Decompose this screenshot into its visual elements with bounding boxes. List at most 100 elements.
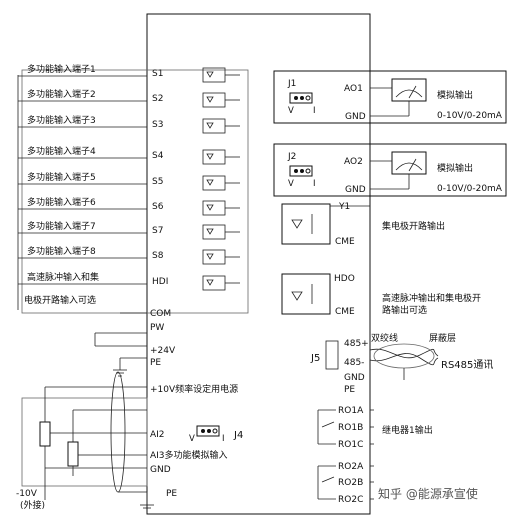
relay-terminal-ro1b: RO1B <box>338 423 363 433</box>
ao2-jumper-pin-2 <box>300 169 304 173</box>
j5-connector <box>325 340 339 370</box>
terminal-pe-1: PE <box>150 358 161 368</box>
ao1-range: 0-10V/0-20mA <box>437 111 503 121</box>
ao1-jumper-pin-3 <box>305 95 311 101</box>
y1-cme: CME <box>335 237 355 247</box>
shield-layer <box>373 343 435 369</box>
ao1-gnd: GND <box>345 112 366 122</box>
input-label-3: 多功能输入端子3 <box>27 114 96 126</box>
terminal-gnd: GND <box>150 465 171 475</box>
ao2-v: V <box>288 179 294 189</box>
input-opto-led-9 <box>206 279 214 286</box>
hdo-optocoupler <box>281 273 331 315</box>
hdo-desc-2: 路输出可选 <box>382 304 427 316</box>
ao2-frame <box>273 143 507 197</box>
ao2-meter-needle <box>408 158 417 172</box>
ao1-frame <box>273 70 507 124</box>
hdo-cme: CME <box>335 307 355 317</box>
ao1-jumper-label: J1 <box>287 79 296 89</box>
j4-pin-3 <box>212 428 218 434</box>
hdo-led <box>291 291 303 301</box>
external-note: (外接) <box>20 499 45 511</box>
relay-terminal-ro2a: RO2A <box>338 462 364 472</box>
input-opto-led-4 <box>206 153 214 160</box>
ao2-range: 0-10V/0-20mA <box>437 184 503 194</box>
y1-terminal: Y1 <box>338 202 350 212</box>
input-label-5: 多功能输入端子5 <box>27 171 96 183</box>
twisted-pair <box>369 348 439 359</box>
watermark: 知乎 @能源承宣使 <box>378 486 478 501</box>
input-opto-8 <box>202 249 226 265</box>
input-opto-led-6 <box>206 204 214 211</box>
relay-terminal-ro1c: RO1C <box>338 440 363 450</box>
terminal-pe-2: PE <box>166 489 177 499</box>
y1-led <box>291 219 303 229</box>
ao2-jumper-pin-1 <box>294 169 298 173</box>
j4-pin-2 <box>207 429 211 433</box>
j5-label: J5 <box>310 353 320 364</box>
input-opto-led-7 <box>206 228 214 235</box>
ao2-gnd: GND <box>345 185 366 195</box>
terminal-pw: PW <box>150 323 164 333</box>
input-label-9: 高速脉冲输入和集 <box>27 271 99 283</box>
rs485-pe: PE <box>344 385 355 395</box>
input-opto-6 <box>202 200 226 216</box>
ao1-jumper <box>289 92 313 104</box>
j4-v: V <box>189 434 195 444</box>
terminal-s1: S1 <box>152 69 163 79</box>
relay-desc: 继电器1输出 <box>382 424 433 436</box>
ao1-jumper-pin-2 <box>300 96 304 100</box>
input-label-4: 多功能输入端子4 <box>27 145 96 157</box>
ao1-i: I <box>313 106 316 116</box>
input-opto-2 <box>202 92 226 108</box>
ao2-terminal: AO2 <box>344 157 363 167</box>
ao1-terminal: AO1 <box>344 84 363 94</box>
ao1-v: V <box>288 106 294 116</box>
rs485-shield: 屏蔽层 <box>429 332 456 344</box>
terminal-s8: S8 <box>152 251 164 261</box>
input-opto-led-5 <box>206 179 214 186</box>
j4-jumper <box>196 425 220 437</box>
external-voltage: -10V <box>16 489 38 499</box>
input-opto-led-8 <box>206 253 214 260</box>
relay-2-contact-icon <box>321 476 335 483</box>
j4-pin-1 <box>201 429 205 433</box>
ao1-jumper-pin-1 <box>294 96 298 100</box>
rs485-gnd: GND <box>344 373 365 383</box>
hdo-desc-1: 高速脉冲输出和集电极开 <box>382 292 481 304</box>
j4-i: I <box>222 434 225 444</box>
input-opto-led-2 <box>206 96 214 103</box>
terminal-24v: +24V <box>150 346 176 356</box>
ao1-meter-needle <box>408 85 417 99</box>
terminal-s6: S6 <box>152 202 164 212</box>
y1-optocoupler <box>281 203 331 245</box>
input-opto-led-3 <box>206 122 214 129</box>
ao1-title: 模拟输出 <box>437 89 473 101</box>
terminal-ai2: AI2 <box>150 430 165 440</box>
ao2-i: I <box>313 179 316 189</box>
ao2-jumper-label: J2 <box>287 152 296 162</box>
ao2-title: 模拟输出 <box>437 162 473 174</box>
shield-oval <box>110 371 126 493</box>
input-label-1: 多功能输入端子1 <box>27 63 96 75</box>
twisted-pair-2 <box>369 353 439 366</box>
potentiometer-2 <box>67 441 79 467</box>
terminal-s4: S4 <box>152 151 164 161</box>
rs485-minus: 485- <box>344 358 364 368</box>
input-opto-5 <box>202 175 226 191</box>
terminal-hdi: HDI <box>152 277 168 287</box>
rs485-plus: 485+ <box>344 339 369 349</box>
input-opto-4 <box>202 149 226 165</box>
input-label-6: 多功能输入端子6 <box>27 196 96 208</box>
input-opto-7 <box>202 224 226 240</box>
rs485-comm: RS485通讯 <box>441 359 493 371</box>
terminal-s2: S2 <box>152 94 163 104</box>
j4-label: J4 <box>233 430 243 441</box>
terminal-s3: S3 <box>152 120 163 130</box>
relay-terminal-ro2c: RO2C <box>338 495 363 505</box>
ao2-jumper-pin-3 <box>305 168 311 174</box>
